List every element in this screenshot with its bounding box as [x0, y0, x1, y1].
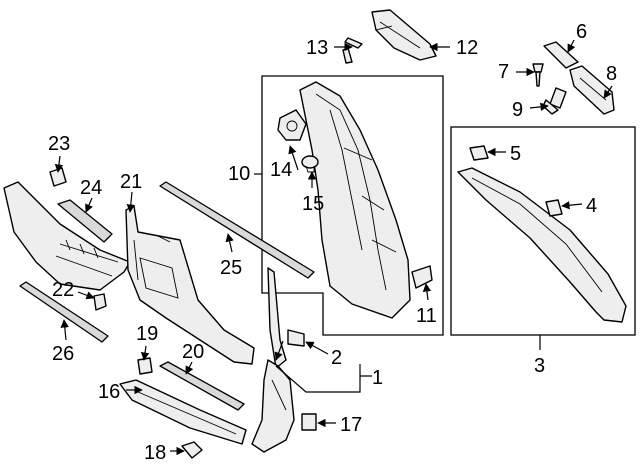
callout-14: 14	[270, 159, 292, 181]
callout-19: 19	[136, 323, 158, 345]
callout-26: 26	[52, 343, 74, 365]
leader-14	[288, 145, 299, 171]
part-11-clip	[411, 265, 433, 289]
callout-22: 22	[52, 279, 74, 301]
callout-12: 12	[456, 37, 478, 59]
part-24-strip	[57, 199, 113, 243]
callout-15: 15	[302, 193, 324, 215]
leader-23	[54, 155, 64, 173]
callout-13: 13	[306, 37, 328, 59]
callout-20: 20	[182, 341, 204, 363]
callout-16: 16	[98, 381, 120, 403]
leader-22	[77, 291, 95, 300]
callout-2: 2	[331, 347, 342, 369]
part-13-push-pin	[342, 37, 363, 64]
callout-8: 8	[606, 63, 617, 85]
callout-11: 11	[416, 305, 437, 327]
part-7-screw	[532, 63, 544, 87]
callout-1: 1	[372, 367, 383, 389]
part-8-bracket	[569, 65, 615, 115]
callout-4: 4	[586, 195, 597, 217]
leader-6	[567, 39, 576, 53]
callout-24: 24	[80, 177, 102, 199]
callout-9: 9	[512, 99, 523, 121]
leader-21	[126, 191, 135, 213]
part-14-grommet	[277, 109, 307, 141]
callout-3: 3	[534, 355, 545, 377]
part-6-clip	[543, 41, 579, 69]
part-25-weatherstrip	[159, 181, 315, 279]
leader-19	[140, 345, 150, 361]
group-3-frame	[450, 126, 636, 336]
part-2-clip	[287, 329, 305, 347]
leader-1-b	[274, 340, 284, 361]
part-22-26-lower-trim	[3, 181, 131, 291]
group-10-frame	[261, 75, 444, 336]
part-22-clip	[93, 293, 107, 311]
part-5-screw	[469, 145, 489, 161]
part-21-panel	[125, 205, 255, 365]
part-9-bolt	[542, 87, 567, 115]
leader-11	[422, 283, 432, 301]
callout-18: 18	[144, 442, 166, 464]
part-12-cover	[371, 9, 437, 61]
callout-5: 5	[510, 143, 521, 165]
callout-6: 6	[576, 21, 587, 43]
callout-23: 23	[48, 133, 70, 155]
leader-8	[603, 85, 613, 99]
part-18-bolt	[181, 441, 203, 459]
callout-17: 17	[340, 414, 362, 436]
leader-20	[185, 361, 194, 375]
leader-9	[529, 102, 549, 112]
part-26-sill-strip	[19, 281, 109, 343]
callout-21: 21	[120, 171, 142, 193]
callout-25: 25	[220, 257, 242, 279]
callout-10: 10	[228, 163, 250, 185]
part-3-roof-rail-trim	[457, 167, 627, 323]
leader-2	[305, 341, 329, 355]
leader-25	[225, 233, 234, 253]
part-10-pillar-trim	[299, 81, 411, 319]
callout-7: 7	[498, 61, 509, 83]
leader-24	[85, 197, 93, 213]
part-16-sill-plate	[119, 379, 247, 445]
part-1-b-pillar	[251, 267, 295, 453]
part-17-clip	[301, 413, 317, 431]
part-19-clip	[137, 357, 153, 375]
leader-4	[561, 201, 583, 210]
leader-1	[275, 364, 372, 393]
part-20-scuff	[159, 361, 245, 411]
leader-26	[60, 319, 69, 341]
part-4-clip	[545, 199, 563, 217]
